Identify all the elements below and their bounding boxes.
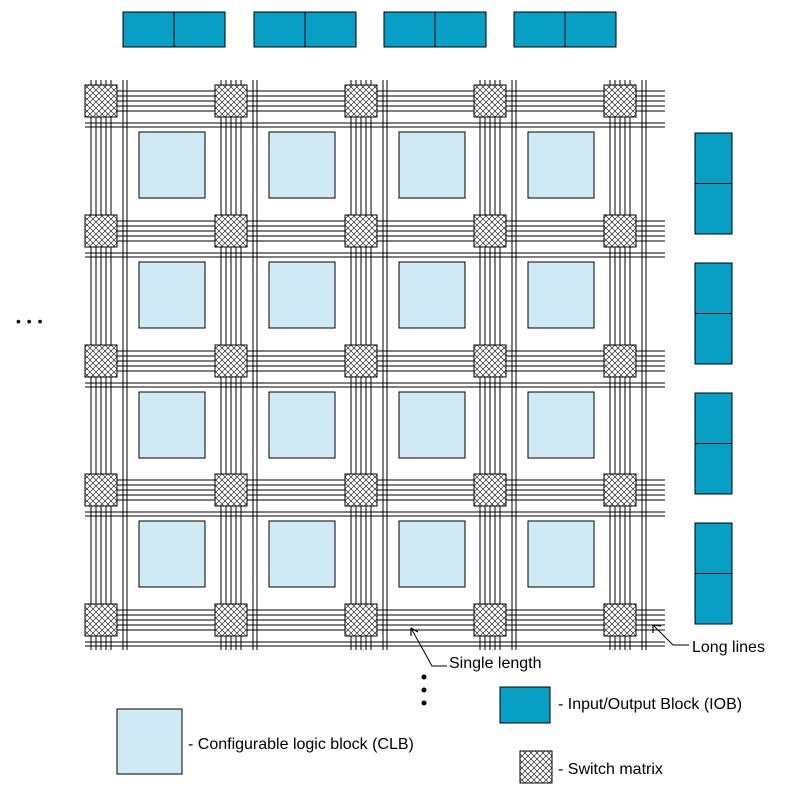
clb-block	[138, 131, 206, 199]
switch-matrix	[344, 473, 378, 507]
iob-top-row	[122, 11, 617, 48]
bottom-ellipsis	[421, 674, 427, 706]
legend-iob-label: - Input/Output Block (IOB)	[558, 696, 742, 713]
switch-matrix	[473, 344, 507, 378]
switch-matrix	[603, 603, 637, 637]
legend-clb-label: - Configurable logic block (CLB)	[188, 736, 414, 753]
switch-matrix	[214, 473, 248, 507]
switch-matrix	[344, 344, 378, 378]
legend: - Input/Output Block (IOB) - Configurabl…	[116, 686, 742, 784]
switch-matrix	[84, 473, 118, 507]
legend-clb-swatch	[116, 708, 183, 775]
switch-matrix	[84, 84, 118, 118]
legend-switch-swatch	[519, 750, 553, 784]
single-length-label: Single length	[449, 655, 542, 672]
switch-matrix	[473, 473, 507, 507]
clb-block	[527, 391, 595, 459]
long-lines-label: Long lines	[692, 639, 765, 656]
clb-block	[268, 131, 336, 199]
switch-matrix	[214, 214, 248, 248]
switch-matrix	[84, 214, 118, 248]
clb-block	[268, 391, 336, 459]
clb-block	[268, 261, 336, 329]
switch-matrix	[344, 214, 378, 248]
switch-matrix	[603, 214, 637, 248]
clb-block	[138, 520, 206, 588]
switch-matrix	[603, 473, 637, 507]
legend-iob-swatch	[499, 686, 551, 724]
clb-block	[527, 131, 595, 199]
single-length-callout: Single length	[410, 627, 542, 672]
clb-block	[398, 261, 466, 329]
clb-block	[527, 261, 595, 329]
clb-block	[398, 391, 466, 459]
switch-matrix	[473, 214, 507, 248]
iob-right-column	[694, 132, 733, 625]
switch-matrix	[214, 603, 248, 637]
switch-matrix	[344, 84, 378, 118]
switch-matrix-grid	[84, 84, 637, 637]
clb-block	[138, 261, 206, 329]
clb-block	[527, 520, 595, 588]
clb-block	[398, 131, 466, 199]
switch-matrix	[214, 84, 248, 118]
switch-matrix	[603, 344, 637, 378]
switch-matrix	[473, 603, 507, 637]
left-ellipsis: • • •	[16, 313, 43, 329]
clb-block	[268, 520, 336, 588]
switch-matrix	[84, 603, 118, 637]
switch-matrix	[344, 603, 378, 637]
clb-block	[138, 391, 206, 459]
long-lines-callout: Long lines	[652, 624, 765, 656]
switch-matrix	[603, 84, 637, 118]
long-lines	[85, 80, 665, 650]
legend-switch-label: - Switch matrix	[558, 761, 663, 778]
switch-matrix	[84, 344, 118, 378]
switch-matrix	[473, 84, 507, 118]
switch-matrix	[214, 344, 248, 378]
clb-block	[398, 520, 466, 588]
clb-grid	[138, 131, 595, 588]
